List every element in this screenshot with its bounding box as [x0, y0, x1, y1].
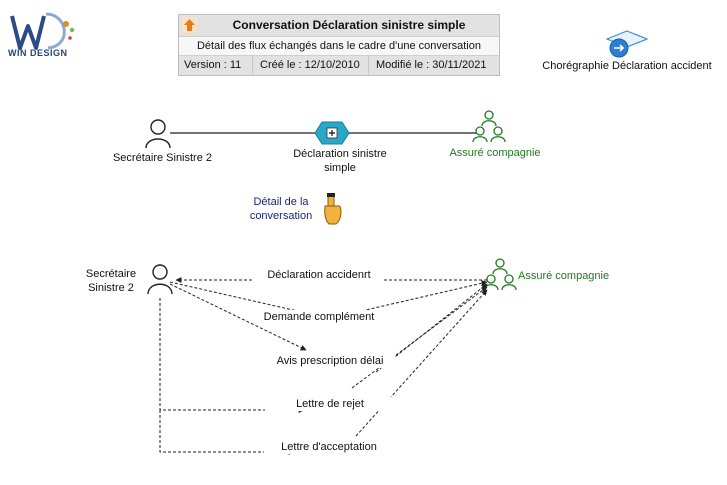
message-label[interactable]: Lettre de rejet — [265, 397, 395, 411]
conversation-label[interactable]: Déclaration sinistre simple — [293, 148, 387, 174]
flow-avis-in — [375, 283, 488, 373]
logo-name: WIN DESIGN — [8, 48, 68, 58]
message-label[interactable]: Lettre d'acceptation — [264, 440, 394, 454]
conversation-detail-link[interactable]: Détail de la conversation — [249, 196, 313, 222]
top-actor-left-icon[interactable] — [145, 119, 171, 149]
top-participant-label: Assuré compagnie — [449, 147, 541, 159]
choreography-icon[interactable] — [603, 27, 651, 61]
message-label[interactable]: Demande complément — [254, 310, 384, 324]
header-panel: Conversation Déclaration sinistre simple… — [178, 14, 500, 76]
metadata-row: Version : 11 Créé le : 12/10/2010 Modifi… — [179, 56, 499, 75]
created-date-field: Créé le : 12/10/2010 — [254, 56, 369, 75]
bottom-actor-left-label: Secrétaire Sinistre 2 — [85, 268, 137, 294]
modified-date-field: Modifié le : 30/11/2021 — [376, 59, 487, 71]
bottom-participant-group-icon[interactable] — [483, 258, 517, 291]
windesign-logo — [10, 12, 75, 50]
bottom-participant-label: Assuré compagnie — [518, 270, 610, 282]
flow-avis-out — [169, 283, 307, 351]
up-arrow-icon[interactable] — [182, 17, 197, 33]
bottom-actor-left-icon[interactable] — [147, 264, 173, 295]
flow-acceptation-out — [159, 410, 295, 455]
conversation-hexagon-icon[interactable] — [314, 121, 350, 145]
page-subtitle: Détail des flux échangés dans le cadre d… — [179, 37, 499, 56]
hand-pointer-icon[interactable] — [324, 193, 342, 225]
version-field: Version : 11 — [179, 56, 253, 75]
top-participant-group-icon[interactable] — [472, 110, 506, 143]
page-title: Conversation Déclaration sinistre simple — [232, 18, 466, 32]
top-actor-left-label: Secrétaire Sinistre 2 — [112, 152, 213, 164]
message-label[interactable]: Avis prescription délai — [265, 354, 395, 368]
flow-rejet-in — [351, 286, 488, 389]
header-title-row: Conversation Déclaration sinistre simple — [179, 15, 499, 37]
flow-demande-in — [356, 280, 488, 313]
choreography-link[interactable]: Chorégraphie Déclaration accident — [542, 60, 712, 72]
message-label[interactable]: Déclaration accidenrt — [254, 268, 384, 282]
flow-acceptation-in — [355, 289, 488, 437]
